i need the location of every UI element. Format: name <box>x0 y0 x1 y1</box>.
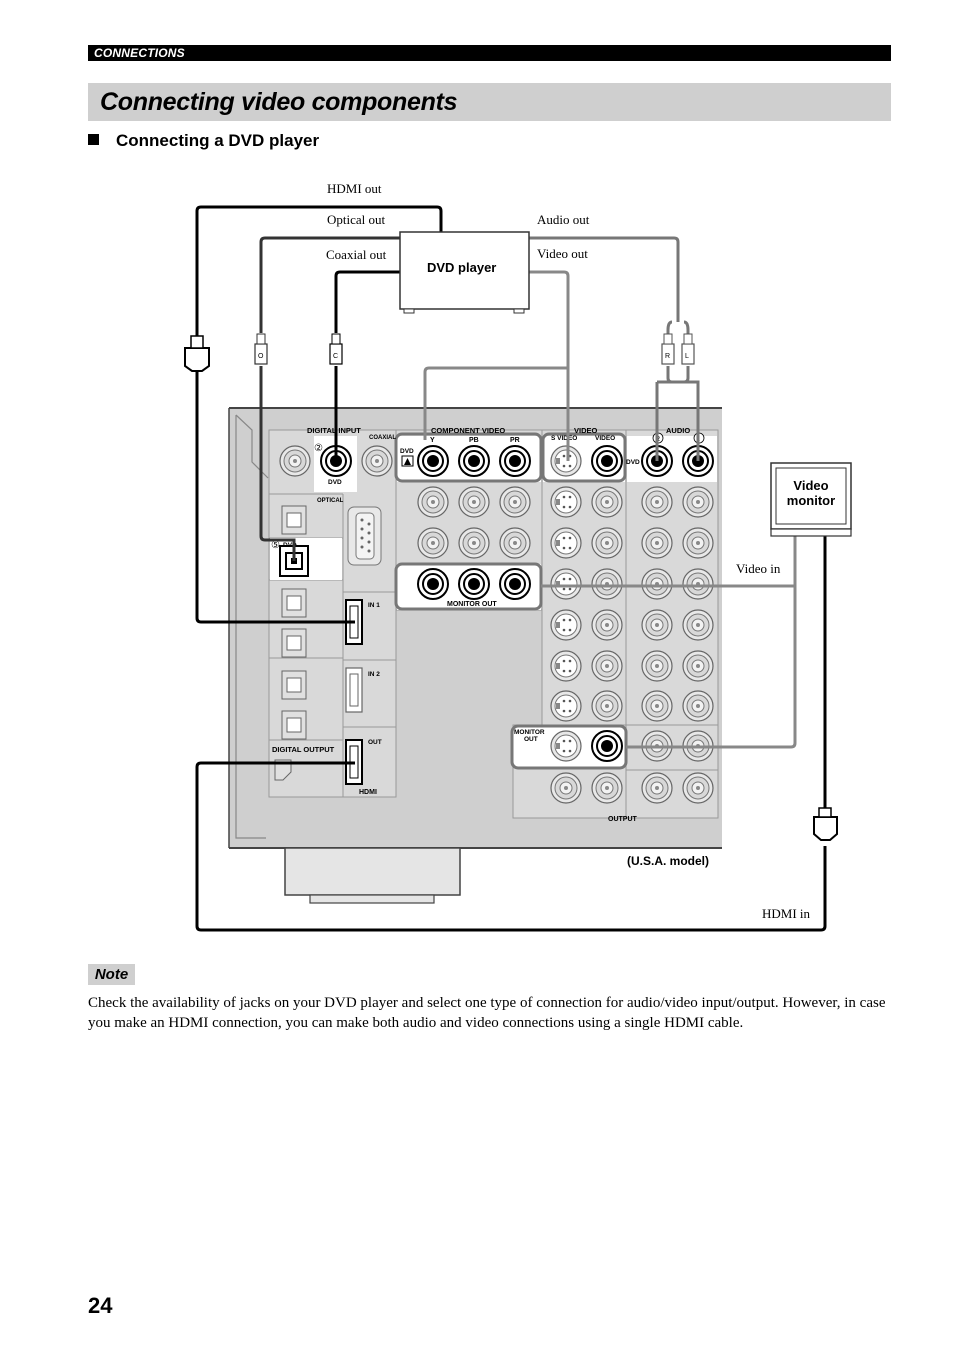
video-monitor-label-2: monitor <box>787 493 835 508</box>
label-audio: AUDIO <box>666 426 690 435</box>
connection-diagram: DIGITAL INPUT COAXIAL ② DVD OPTICAL ⑤ DV… <box>184 181 852 932</box>
video-in-label: Video in <box>736 561 781 576</box>
title-bar: Connecting video components <box>88 83 891 121</box>
note-label: Note <box>88 964 135 985</box>
label-monitor-out-2a: MONITOR <box>514 729 545 736</box>
square-bullet-icon <box>88 134 99 145</box>
label-dvd-av: DVD <box>626 459 640 466</box>
note-text: Check the availability of jacks on your … <box>88 995 886 1031</box>
label-dvd-component: DVD <box>400 448 414 455</box>
optical-out-label: Optical out <box>327 212 386 227</box>
label-hdmi: HDMI <box>359 789 377 796</box>
subheading: Connecting a DVD player <box>88 130 319 152</box>
label-component-video: COMPONENT VIDEO <box>431 426 505 435</box>
plugs: O C R L <box>184 333 838 841</box>
optical-plug-letter: O <box>258 353 264 360</box>
page-number: 24 <box>88 1293 113 1318</box>
hdmi-in-label: HDMI in <box>762 906 811 921</box>
label-monitor-out-2b: OUT <box>524 736 538 743</box>
label-dvd-optical: DVD <box>283 542 297 549</box>
section-header-bar: CONNECTIONS <box>88 45 891 61</box>
label-circle-5: ⑤ <box>271 540 280 551</box>
label-video-jack: VIDEO <box>595 435 615 442</box>
label-monitor-out: MONITOR OUT <box>447 601 497 608</box>
label-in1: IN 1 <box>368 602 380 609</box>
label-s-video: S VIDEO <box>551 435 577 442</box>
label-out: OUT <box>368 739 382 746</box>
video-monitor-label-1: Video <box>793 478 828 493</box>
video-monitor: Video monitor <box>770 462 852 537</box>
label-circle-2: ② <box>314 443 323 454</box>
label-pr: PR <box>510 437 520 444</box>
model-label: (U.S.A. model) <box>627 854 709 868</box>
subheading-text: Connecting a DVD player <box>116 131 320 150</box>
label-digital-input: DIGITAL INPUT <box>307 426 361 435</box>
video-out-label: Video out <box>537 246 588 261</box>
label-y: Y <box>430 437 435 444</box>
label-in2: IN 2 <box>368 671 380 678</box>
audio-out-label: Audio out <box>537 212 590 227</box>
zone-a-icon <box>404 458 411 465</box>
hdmi-plug-monitor <box>813 816 838 841</box>
label-optical: OPTICAL <box>317 498 344 504</box>
label-dvd-coax: DVD <box>328 479 342 486</box>
dvd-player: DVD player <box>399 231 530 314</box>
label-video-group: VIDEO <box>574 426 598 435</box>
label-output: OUTPUT <box>608 816 638 823</box>
dvd-player-label: DVD player <box>427 260 496 275</box>
cables <box>195 205 827 932</box>
label-pb: PB <box>469 437 479 444</box>
hdmi-plug-source <box>184 347 210 372</box>
receiver-rear-panel: DIGITAL INPUT COAXIAL ② DVD OPTICAL ⑤ DV… <box>228 407 722 904</box>
coaxial-plug-letter: C <box>333 353 338 360</box>
label-digital-output: DIGITAL OUTPUT <box>272 745 335 754</box>
coaxial-out-label: Coaxial out <box>326 247 387 262</box>
audio-plug-r-letter: R <box>665 353 670 360</box>
label-coaxial: COAXIAL <box>369 435 396 441</box>
page-title: Connecting video components <box>100 88 458 116</box>
audio-plug-l-letter: L <box>685 353 689 360</box>
hdmi-out-label: HDMI out <box>327 181 382 196</box>
section-header-label: CONNECTIONS <box>94 46 185 60</box>
